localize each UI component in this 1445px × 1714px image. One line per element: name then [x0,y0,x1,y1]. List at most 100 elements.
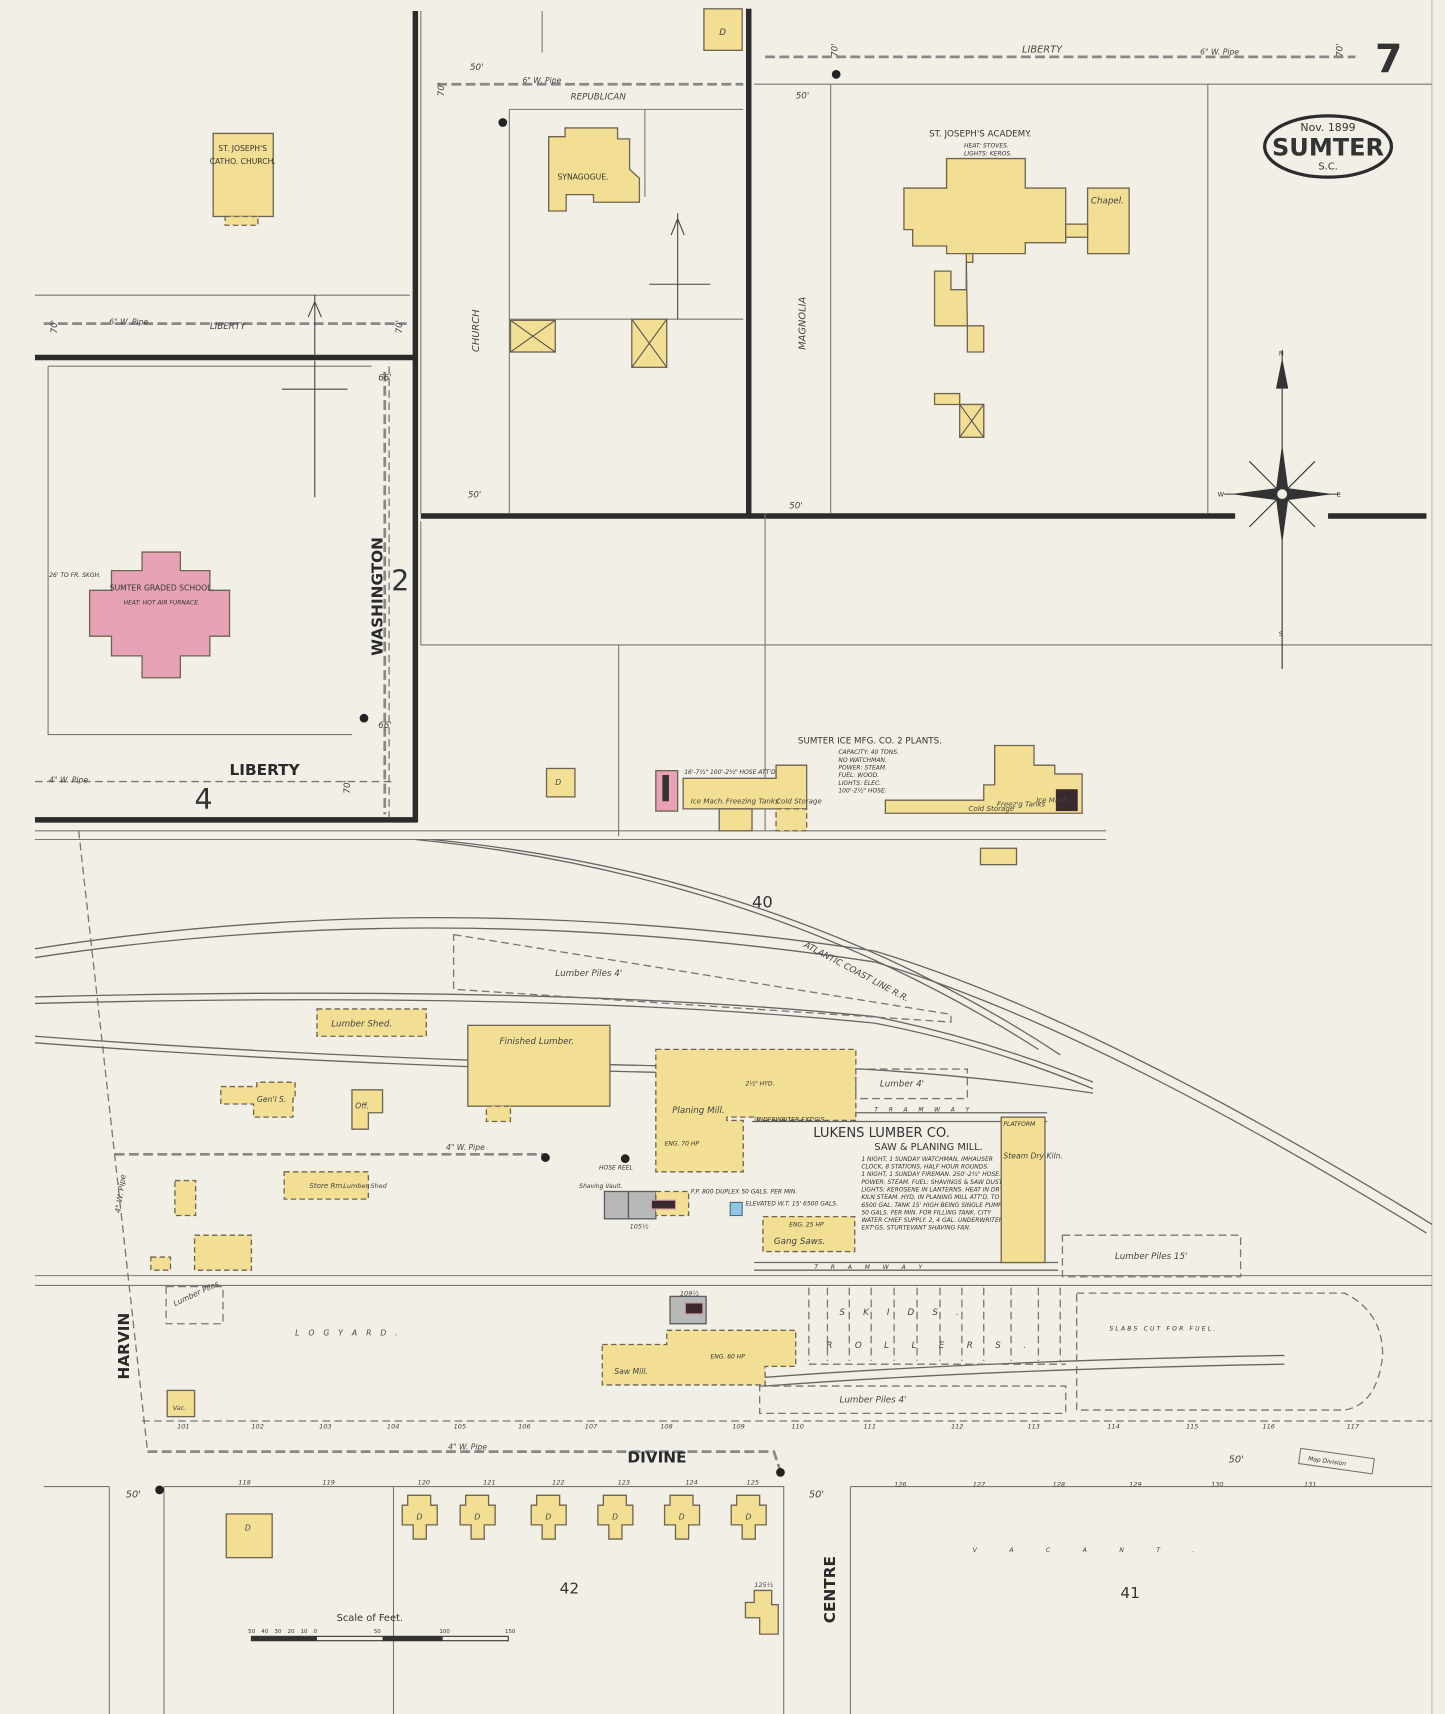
block-number-40: 40 [752,892,773,911]
tank-note: ELEVATED W.T. 15' 6500 GALS. [745,1201,838,1208]
lot-number: 105 [454,1423,467,1431]
scale-tick: 150 [505,1629,516,1635]
scale-tick: 50 [374,1629,381,1635]
hydrant-icon [359,713,369,723]
pump-note: P.P. 800 DUPLEX 50 GALS. PER MIN. [691,1189,798,1196]
lot-number: 111 [864,1423,877,1431]
academy-note-2: LIGHTS: KEROS. [964,150,1012,157]
lukens-note: EXT'GS. STURTEVANT SHAVING FAN. [861,1225,971,1232]
hose-reel-label: HOSE REEL [599,1165,633,1172]
lot-number: 110 [791,1423,804,1431]
pipe-label: 6" W. Pipe [522,76,561,85]
outbuilding [174,1179,197,1217]
cross-icon [959,404,985,438]
width-label: 50' [126,1490,141,1501]
lot-number: 112 [951,1423,963,1431]
gang-saws-label: Gang Saws. [774,1237,825,1247]
gang-engine-label: ENG. 25 HP [789,1221,824,1228]
pipe-label: 6" W. Pipe [109,318,148,327]
lot-number: 126 [894,1481,907,1489]
width-label: 50' [470,63,484,73]
ice-plant-2-shed [979,847,1018,866]
width-label: 50' [1229,1455,1244,1466]
compass-s: S [1279,630,1283,638]
pipe-label: 4" W. Pipe [49,776,88,785]
genl-s-label: Gen'l S. [257,1095,286,1104]
lukens-subtitle: SAW & PLANING MILL. [874,1142,982,1153]
dwelling-top [703,8,743,51]
ice-mach-label: Ice Mach. [691,796,725,805]
school-note: HEAT: HOT AIR FURNACE. [124,600,200,607]
lumber-piles-top-label: Lumber Piles 4' [555,969,622,979]
lukens-note: 6500 GAL. TANK 15' HIGH BEING SINGLE PUM… [861,1202,1002,1209]
chapel-label: Chapel. [1091,196,1124,206]
ice-plant-1 [682,764,808,810]
lumber-piles-box [165,1285,224,1325]
dwelling [730,1494,767,1540]
cold-storage-2-label: Cold Storage [968,804,1014,813]
lot-number: 106 [518,1423,531,1431]
platform-label: PLATFORM [1003,1121,1036,1128]
lot-number: 127 [973,1481,986,1489]
scale-tick: 30 [274,1629,281,1635]
lot-number: 124 [685,1478,698,1486]
street-washington: WASHINGTON [369,537,387,656]
lukens-note: WATER CHIEF SUPPLY. 2, 4 GAL. UNDERWRITE… [861,1217,1003,1224]
skids-label: S K I D S . [839,1308,966,1318]
scale-tick: 10 [301,1629,308,1635]
lukens-note: CLOCK, 8 STATIONS, HALF HOUR ROUNDS. [861,1164,989,1171]
lukens-note: LIGHTS: KEROSENE IN LANTERNS. HEAT IN DR… [861,1186,1004,1193]
pipe-label: 6" W. Pipe [1200,48,1239,57]
saw-engine-label: ENG. 60 HP [710,1354,745,1361]
lot-number: 104 [387,1423,399,1431]
hydrant-icon [831,70,841,79]
rollers-label: R O L L E R S . [826,1341,1036,1351]
tramway-label-2: T R A M W A Y [814,1264,927,1271]
lot-number: 118 [238,1478,251,1486]
store-room [283,1171,370,1200]
sheet-number: 7 [1375,36,1402,82]
outbuilding [150,1256,172,1271]
dwelling-label: D [416,1512,422,1521]
st-josephs-church [212,132,274,218]
lumber-piles-bottom [759,1385,1067,1415]
width-label: 50' [809,1490,824,1501]
dwelling [225,1513,273,1559]
saw-mill [601,1329,797,1386]
vacant-label: V A C A N T . [973,1547,1210,1554]
freezing-tanks-label: Freezing Tanks [726,796,779,805]
title-cartouche: Nov. 1899 SUMTER S.C. [1263,114,1394,179]
dwelling-label: D [474,1512,480,1521]
width-label-liberty-top-right: 70' [1335,43,1345,57]
lumber-piles-15 [1061,1234,1242,1278]
dwelling [401,1494,438,1540]
synagogue-label: SYNAGOGUE. [557,172,608,181]
connector [1065,223,1089,238]
elevated-water-tank [729,1201,743,1217]
hydrant-icon [155,1485,164,1495]
lot-number: 129 [1129,1481,1142,1489]
store-rm-label: Store Rm. [309,1181,344,1190]
planing-mill-label: Planing Mill. [672,1106,724,1116]
ice-note: POWER: STEAM. [838,765,887,772]
finished-lumber-label: Finished Lumber. [500,1037,575,1047]
compass-w: W [1218,490,1225,498]
lukens-note: KILN STEAM. HYD. IN PLANING MILL ATT'D. … [861,1194,999,1201]
lot-number: 107 [585,1423,598,1431]
ice-plant-1-annex-2 [775,808,808,832]
lot-number: 128 [1053,1481,1066,1489]
annex [485,1105,512,1123]
lot-number: 125 [747,1478,760,1486]
dwelling-label: D [679,1512,685,1521]
block-outlines [34,8,1432,1714]
width-label-republican: 70' [437,83,447,97]
scale-tick: 50 [248,1629,255,1635]
synagogue [548,127,641,212]
ice-note: NO WATCHMAN. [838,757,887,764]
